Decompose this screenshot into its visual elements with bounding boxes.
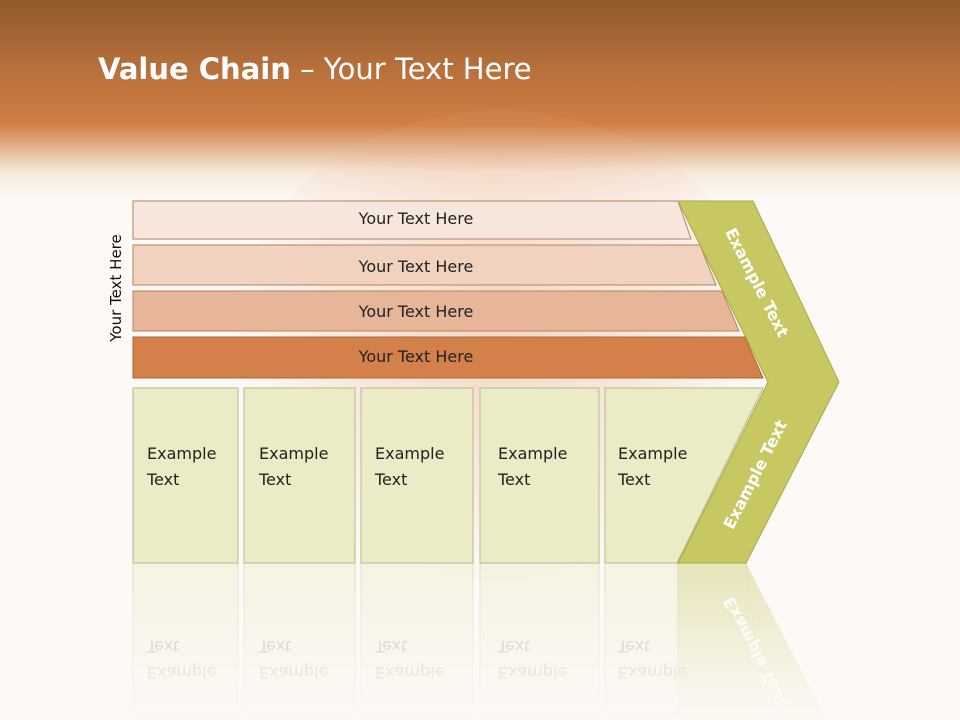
reflection-box-1-line2: Text <box>146 637 179 656</box>
primary-boxes: Example Text Example Text Example Text E… <box>132 387 764 564</box>
side-label: Your Text Here <box>107 234 125 342</box>
primary-box-3-line2: Text <box>374 470 407 489</box>
reflection-box-4-line1: Example <box>498 663 567 682</box>
support-bar-4-label: Your Text Here <box>358 347 474 366</box>
primary-box-2-line1: Example <box>259 444 328 463</box>
primary-box-3-line1: Example <box>375 444 444 463</box>
reflection-box-2-line1: Example <box>259 663 328 682</box>
primary-box-4-line1: Example <box>498 444 567 463</box>
support-bar-1 <box>132 200 692 240</box>
support-bar-1-label: Your Text Here <box>358 209 474 228</box>
support-bars: Your Text Here Your Text Here Your Text … <box>132 200 764 379</box>
primary-box-4-line2: Text <box>497 470 530 489</box>
support-bar-2 <box>132 244 717 286</box>
reflection: Example Text Example Text Example Text E… <box>132 562 827 720</box>
reflection-box-5-line1: Example <box>618 663 687 682</box>
reflection-box-3-line1: Example <box>375 663 444 682</box>
support-bar-3-label: Your Text Here <box>358 302 474 321</box>
support-bar-4 <box>132 336 764 379</box>
reflection-box-4-line2: Text <box>497 637 530 656</box>
reflection-box-1-line1: Example <box>147 663 216 682</box>
reflection-box-2-line2: Text <box>258 637 291 656</box>
reflection-box-5-line2: Text <box>617 637 650 656</box>
primary-box-2-line2: Text <box>258 470 291 489</box>
title-bold: Value Chain <box>98 52 291 86</box>
header-band <box>0 0 960 200</box>
primary-box-4 <box>479 387 600 564</box>
primary-box-5-line1: Example <box>618 444 687 463</box>
primary-box-3 <box>360 387 474 564</box>
primary-box-5-line2: Text <box>617 470 650 489</box>
title-rest: – Your Text Here <box>290 52 532 86</box>
slide-title: Value Chain – Your Text Here <box>98 52 532 86</box>
support-bar-2-label: Your Text Here <box>358 257 474 276</box>
reflection-box-3-line2: Text <box>374 637 407 656</box>
primary-box-1 <box>132 387 239 564</box>
primary-box-1-line2: Text <box>146 470 179 489</box>
primary-box-1-line1: Example <box>147 444 216 463</box>
primary-box-2 <box>243 387 356 564</box>
support-bar-3 <box>132 290 740 332</box>
